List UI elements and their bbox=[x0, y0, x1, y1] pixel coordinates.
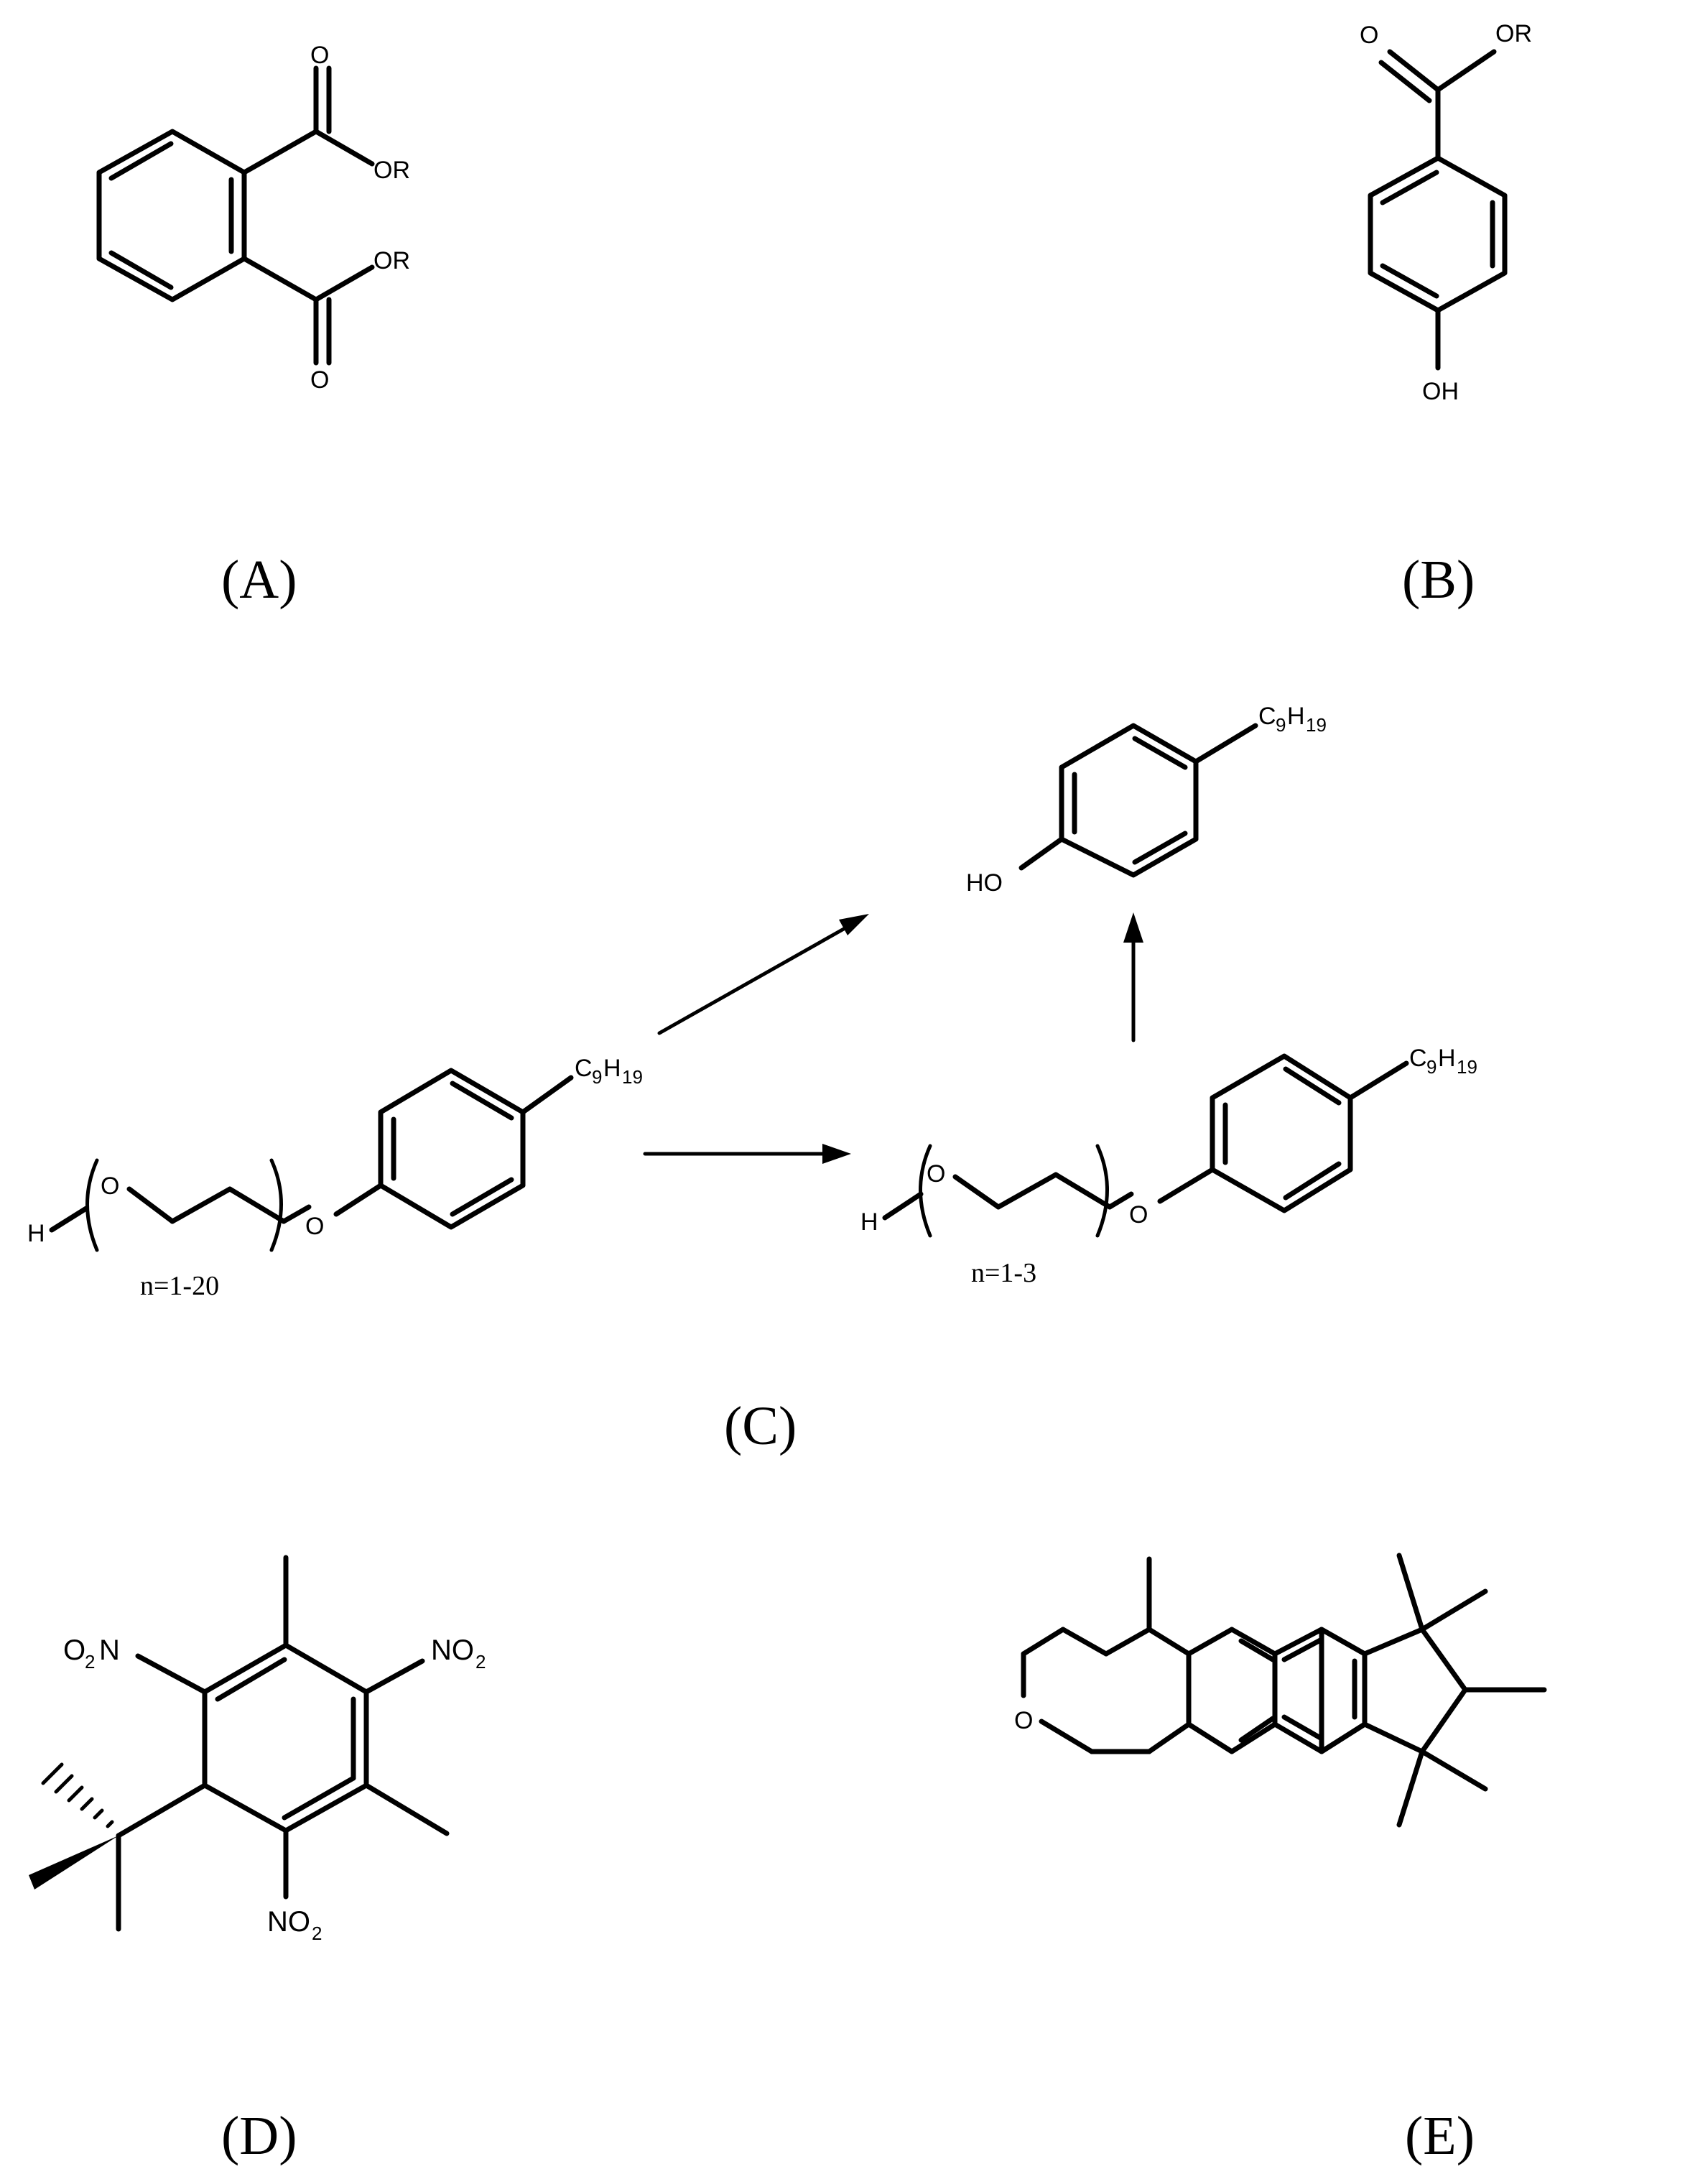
structure-b-paraben: O OR OH bbox=[1360, 20, 1532, 405]
structure-c-nonylphenol: HO C 9 H 19 bbox=[966, 703, 1327, 897]
terminal-h-right: H bbox=[860, 1208, 878, 1236]
arrow-to-nonylphenol bbox=[657, 925, 850, 1035]
nitro-group-top-right: NO 2 bbox=[431, 1634, 486, 1673]
svg-text:O: O bbox=[63, 1634, 85, 1666]
svg-text:NO: NO bbox=[431, 1634, 474, 1666]
panel-label-a: (A) bbox=[221, 550, 297, 610]
nitro-group-bottom: NO 2 bbox=[267, 1906, 322, 1944]
svg-text:C: C bbox=[1258, 703, 1276, 730]
c9h19-label-right: C 9 H 19 bbox=[1409, 1045, 1477, 1078]
structure-a-phthalate: O OR OR O bbox=[96, 42, 410, 394]
svg-text:C: C bbox=[1409, 1045, 1427, 1072]
c9h19-label-top: C 9 H 19 bbox=[1258, 703, 1327, 736]
arrowhead-diagonal bbox=[839, 914, 869, 935]
terminal-h-left: H bbox=[27, 1220, 45, 1247]
svg-text:9: 9 bbox=[592, 1066, 602, 1088]
panel-label-d: (D) bbox=[221, 2106, 297, 2166]
svg-text:H: H bbox=[1287, 703, 1305, 730]
svg-text:2: 2 bbox=[475, 1651, 486, 1673]
structure-e-galaxolide: O bbox=[1014, 1553, 1547, 1828]
svg-text:19: 19 bbox=[622, 1066, 643, 1088]
repeat-count-right: n=1-3 bbox=[971, 1258, 1036, 1288]
ester-or-bottom: OR bbox=[373, 247, 410, 274]
hydroxyl-oh: OH bbox=[1422, 378, 1459, 405]
structure-c-right-ethoxylate: H O O C 9 H 19 n=1-3 bbox=[860, 1045, 1477, 1288]
arrowhead-vertical bbox=[1123, 912, 1143, 943]
svg-text:2: 2 bbox=[85, 1651, 95, 1673]
svg-text:19: 19 bbox=[1306, 714, 1327, 736]
repeat-count-left: n=1-20 bbox=[140, 1271, 219, 1301]
c9h19-label-left: C 9 H 19 bbox=[575, 1055, 643, 1088]
reaction-arrows bbox=[643, 912, 1143, 1164]
carbonyl-oxygen-bottom: O bbox=[310, 366, 329, 394]
hashed-wedge-bond bbox=[41, 1762, 114, 1828]
svg-text:N: N bbox=[99, 1634, 120, 1666]
ether-oxygen-left-1: O bbox=[101, 1172, 119, 1200]
structure-d-nitro-musk: NO 2 O 2 N NO 2 bbox=[29, 1555, 486, 1944]
svg-text:NO: NO bbox=[267, 1906, 310, 1938]
svg-text:H: H bbox=[603, 1055, 621, 1082]
svg-text:2: 2 bbox=[312, 1923, 322, 1944]
hydroxyl-ho: HO bbox=[966, 869, 1003, 897]
ester-or-top: OR bbox=[373, 157, 410, 184]
structure-c-left-ethoxylate: H O O C 9 H 19 n=1-20 bbox=[27, 1055, 643, 1301]
svg-text:H: H bbox=[1438, 1045, 1456, 1072]
svg-text:C: C bbox=[575, 1055, 593, 1082]
panel-label-e: (E) bbox=[1405, 2106, 1475, 2166]
svg-text:19: 19 bbox=[1457, 1056, 1477, 1078]
ether-oxygen-right-2: O bbox=[1129, 1201, 1148, 1229]
carbonyl-oxygen-top: O bbox=[310, 42, 329, 69]
svg-text:9: 9 bbox=[1426, 1056, 1437, 1078]
panel-label-b: (B) bbox=[1402, 550, 1475, 610]
wedge-bond bbox=[29, 1836, 119, 1889]
panel-label-c: (C) bbox=[724, 1396, 797, 1456]
carbonyl-oxygen: O bbox=[1360, 22, 1378, 49]
arrowhead-horizontal bbox=[822, 1144, 851, 1164]
nitro-group-top-left: O 2 N bbox=[63, 1634, 120, 1673]
svg-text:9: 9 bbox=[1276, 714, 1286, 736]
ester-or: OR bbox=[1495, 20, 1532, 47]
pyran-oxygen: O bbox=[1014, 1707, 1033, 1734]
ether-oxygen-right-1: O bbox=[927, 1160, 945, 1188]
ether-oxygen-left-2: O bbox=[305, 1213, 324, 1240]
